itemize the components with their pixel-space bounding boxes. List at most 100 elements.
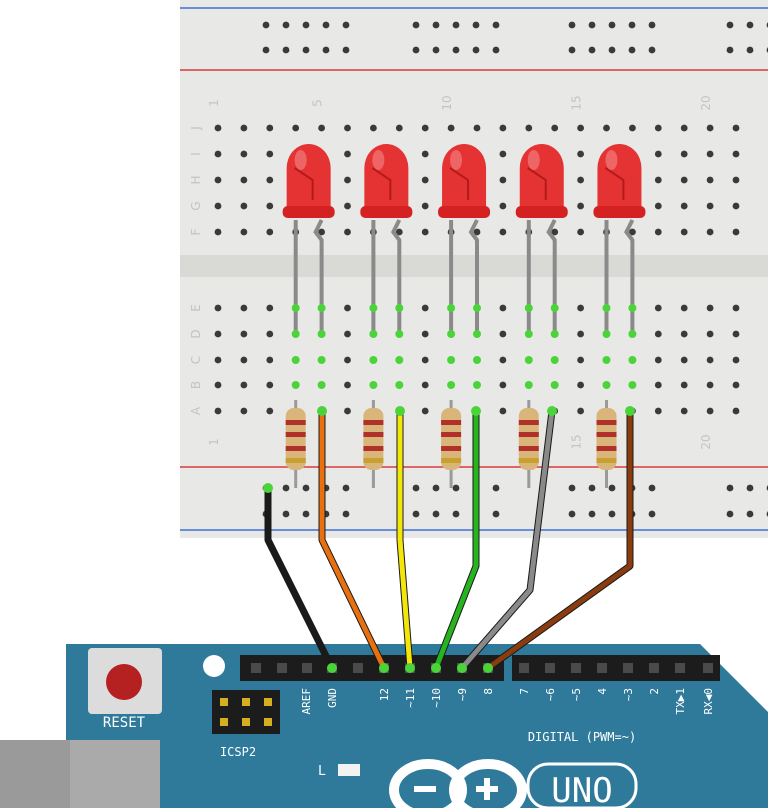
breadboard-hole <box>266 356 274 364</box>
breadboard-hole <box>421 124 429 132</box>
rail-hole <box>746 46 754 54</box>
resistor-band <box>285 458 306 463</box>
rail-hole <box>746 510 754 518</box>
header-pin <box>302 663 312 673</box>
l-led <box>338 764 360 776</box>
connection-marker <box>317 330 326 338</box>
rail-hole <box>432 510 440 518</box>
rail-hole <box>282 46 290 54</box>
pin-label: AREF <box>300 688 313 715</box>
breadboard-hole <box>344 150 351 158</box>
resistor <box>596 400 617 488</box>
led-rim <box>360 206 413 218</box>
leds <box>282 144 646 389</box>
connection-marker <box>524 356 533 364</box>
breadboard-hole <box>499 124 507 132</box>
breadboard-hole <box>499 228 507 236</box>
breadboard-hole <box>499 150 507 158</box>
connection-marker <box>628 381 637 389</box>
connection-marker <box>447 330 456 338</box>
breadboard-hole <box>577 228 584 236</box>
rail-hole <box>432 484 440 492</box>
column-number: 15 <box>570 95 584 110</box>
breadboard-hole <box>214 124 222 132</box>
wire-yellow <box>395 406 415 673</box>
header-pin <box>649 663 659 673</box>
rail-hole <box>342 484 350 492</box>
rail-hole <box>412 46 420 54</box>
led-highlight <box>605 150 618 170</box>
wire-core <box>319 411 387 670</box>
resistor-band <box>518 432 539 437</box>
rail-hole <box>648 21 656 29</box>
breadboard-hole <box>266 381 274 389</box>
breadboard-hole <box>499 407 507 415</box>
rail-hole <box>302 46 310 54</box>
rail-hole <box>608 21 616 29</box>
breadboard-hole <box>706 150 714 158</box>
pin-label: ~6 <box>544 688 557 701</box>
breadboard-hole <box>706 124 714 132</box>
connection-marker <box>550 304 559 312</box>
column-number: 15 <box>570 434 584 449</box>
rail-hole <box>588 46 596 54</box>
led-anvil <box>294 167 314 200</box>
rail-hole <box>648 46 656 54</box>
breadboard-hole <box>654 381 662 389</box>
wire-end <box>405 663 415 673</box>
resistor-band <box>596 420 617 425</box>
breadboard-hole <box>499 356 507 364</box>
icsp-label: ICSP2 <box>220 745 256 759</box>
wire-black <box>263 483 337 673</box>
row-letter: D <box>189 329 203 338</box>
breadboard-hole <box>344 228 351 236</box>
breadboard-hole <box>706 381 714 389</box>
connection-marker <box>395 304 404 312</box>
row-letter: C <box>189 356 203 364</box>
resistors <box>285 400 617 488</box>
connection-marker <box>550 381 559 389</box>
connection-marker <box>473 304 481 312</box>
breadboard-hole <box>344 202 351 210</box>
breadboard-hole <box>654 228 662 236</box>
column-number: 1 <box>207 438 221 446</box>
breadboard-hole <box>577 356 584 364</box>
reset-label: RESET <box>103 715 146 731</box>
connection-marker <box>628 330 637 338</box>
breadboard-hole <box>577 330 584 338</box>
connection-marker <box>473 381 481 389</box>
resistor <box>363 400 384 488</box>
wire-core <box>265 488 335 670</box>
led-anvil <box>371 167 392 200</box>
row-letter: B <box>189 381 203 389</box>
rail-hole <box>472 21 480 29</box>
wire-end <box>471 406 481 416</box>
resistor-band <box>596 458 617 463</box>
pin-label: 8 <box>482 688 495 695</box>
breadboard-hole <box>318 124 325 132</box>
rail-hole <box>302 484 310 492</box>
pin-label: RX◀0 <box>702 688 715 715</box>
breadboard-hole <box>680 407 688 415</box>
rail-hole <box>302 510 310 518</box>
led-leg <box>390 219 402 336</box>
breadboard-hole <box>732 356 740 364</box>
breadboard-hole <box>654 407 662 415</box>
breadboard-hole <box>654 202 662 210</box>
breadboard-hole <box>266 330 274 338</box>
wire-end <box>625 406 635 416</box>
connection-marker <box>291 304 300 312</box>
header-pin <box>597 663 607 673</box>
breadboard-hole <box>318 228 325 236</box>
breadboard-hole <box>732 202 740 210</box>
rail-hole <box>588 484 596 492</box>
breadboard-hole <box>732 228 740 236</box>
connection-marker <box>369 330 378 338</box>
breadboard-hole <box>680 381 688 389</box>
rail-hole <box>282 21 290 29</box>
breadboard-hole <box>629 124 636 132</box>
reset-button[interactable] <box>88 648 162 714</box>
breadboard-hole <box>629 228 636 236</box>
wire-end <box>327 663 337 673</box>
